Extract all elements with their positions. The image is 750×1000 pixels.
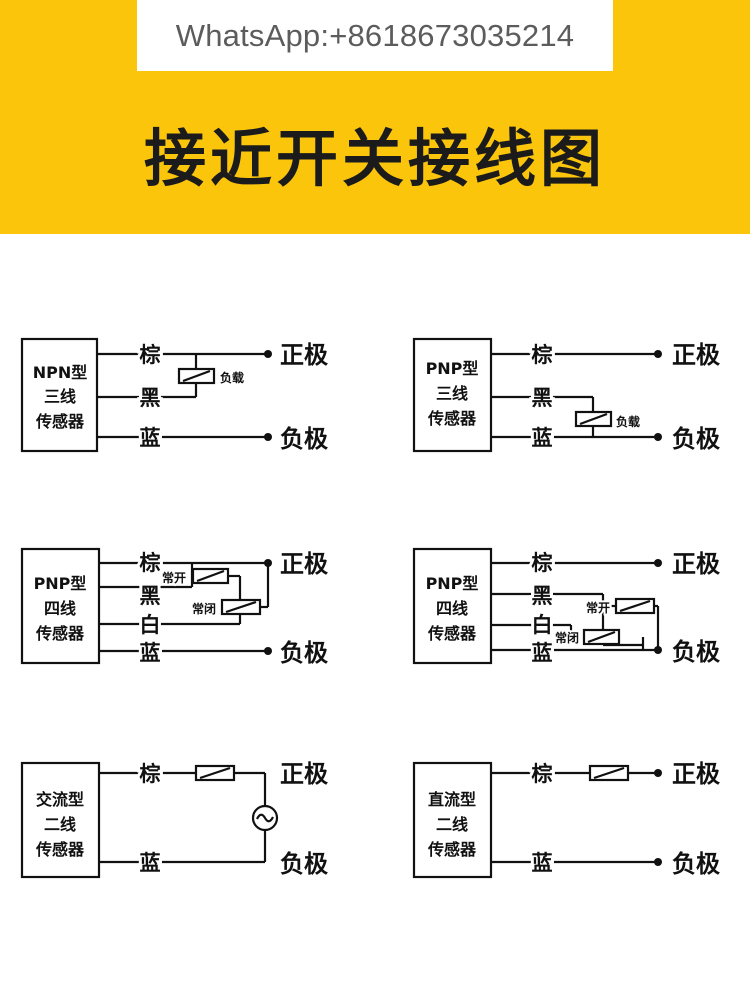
wire-label-white: 白 bbox=[532, 613, 553, 637]
sensor-label-line1: PNP型 bbox=[426, 359, 479, 378]
wire-label-blue: 蓝 bbox=[532, 851, 553, 875]
terminal-negative: 负极 bbox=[280, 850, 328, 878]
wire-label-brown: 棕 bbox=[532, 762, 553, 786]
page-title: 接近开关接线图 bbox=[143, 122, 606, 195]
sensor-box bbox=[412, 547, 493, 665]
terminal-negative: 负极 bbox=[280, 639, 328, 667]
sensor-label-line1: PNP型 bbox=[426, 574, 479, 593]
contact-box: WhatsApp:+8618673035214 bbox=[137, 0, 613, 71]
sensor-label-line2: 二线 bbox=[436, 815, 468, 834]
terminal-negative: 负极 bbox=[672, 425, 720, 453]
sensor-label-line1: 交流型 bbox=[36, 790, 84, 809]
nc-label: 常闭 bbox=[555, 630, 579, 645]
diagram-npn-3wire bbox=[20, 337, 268, 453]
no-label: 常开 bbox=[586, 600, 610, 615]
sensor-label-line3: 传感器 bbox=[427, 840, 477, 859]
wire-label-black: 黑 bbox=[140, 584, 161, 608]
terminal-negative: 负极 bbox=[672, 850, 720, 878]
wire-label-blue: 蓝 bbox=[532, 641, 553, 665]
no-label: 常开 bbox=[162, 570, 186, 585]
sensor-box bbox=[20, 761, 101, 879]
terminal-positive: 正极 bbox=[280, 550, 328, 578]
sensor-box bbox=[20, 547, 101, 665]
wire-label-brown: 棕 bbox=[532, 551, 553, 575]
wire-label-brown: 棕 bbox=[140, 551, 161, 575]
terminal-negative: 负极 bbox=[280, 425, 328, 453]
sensor-label-line1: PNP型 bbox=[34, 574, 87, 593]
wire-label-brown: 棕 bbox=[140, 762, 161, 786]
terminal-positive: 正极 bbox=[280, 760, 328, 788]
diagram-pnp-4wire-b bbox=[412, 547, 660, 665]
sensor-label-line1: 直流型 bbox=[428, 790, 476, 809]
diagram-dc-2wire bbox=[412, 761, 658, 879]
contact-text: WhatsApp:+8618673035214 bbox=[175, 17, 575, 53]
sensor-label-line3: 传感器 bbox=[35, 624, 85, 643]
terminal-positive: 正极 bbox=[280, 341, 328, 369]
sensor-label-line1: NPN型 bbox=[33, 363, 88, 382]
sensor-box bbox=[412, 761, 493, 879]
diagram-pnp-4wire-a bbox=[20, 547, 270, 665]
sensor-label-line2: 二线 bbox=[44, 815, 76, 834]
diagram-pnp-3wire bbox=[412, 337, 658, 453]
sensor-box bbox=[20, 337, 99, 453]
nc-label: 常闭 bbox=[192, 601, 216, 616]
load-label: 负载 bbox=[616, 414, 640, 429]
wiring-diagrams: NPN型 三线 传感器 PNP型 三线 传感器 PNP型 四线 传感器 PNP型… bbox=[20, 337, 720, 879]
wire-label-blue: 蓝 bbox=[140, 641, 161, 665]
wire-label-brown: 棕 bbox=[532, 343, 553, 367]
wire-label-black: 黑 bbox=[532, 386, 553, 410]
sensor-label-line2: 三线 bbox=[44, 387, 76, 406]
load-label: 负载 bbox=[220, 370, 244, 385]
header-banner: WhatsApp:+8618673035214 接近开关接线图 bbox=[0, 0, 750, 234]
wire-label-black: 黑 bbox=[140, 386, 161, 410]
terminal-dots bbox=[264, 350, 662, 866]
wire-label-brown: 棕 bbox=[140, 343, 161, 367]
wire-label-blue: 蓝 bbox=[532, 426, 553, 450]
sensor-label-line2: 四线 bbox=[44, 599, 76, 618]
wire-label-black: 黑 bbox=[532, 584, 553, 608]
diagram-ac-2wire bbox=[20, 761, 279, 879]
wire-label-white: 白 bbox=[140, 613, 161, 637]
sensor-label-line3: 传感器 bbox=[427, 409, 477, 428]
sensor-label-line3: 传感器 bbox=[427, 624, 477, 643]
terminal-negative: 负极 bbox=[672, 638, 720, 666]
terminal-positive: 正极 bbox=[672, 550, 720, 578]
sensor-label-line2: 三线 bbox=[436, 384, 468, 403]
sensor-label-line3: 传感器 bbox=[35, 840, 85, 859]
sensor-label-line3: 传感器 bbox=[35, 412, 85, 431]
wire-label-blue: 蓝 bbox=[140, 851, 161, 875]
sensor-box bbox=[412, 337, 493, 453]
terminal-positive: 正极 bbox=[672, 341, 720, 369]
terminal-positive: 正极 bbox=[672, 760, 720, 788]
sensor-label-line2: 四线 bbox=[436, 599, 468, 618]
wire-label-blue: 蓝 bbox=[140, 426, 161, 450]
